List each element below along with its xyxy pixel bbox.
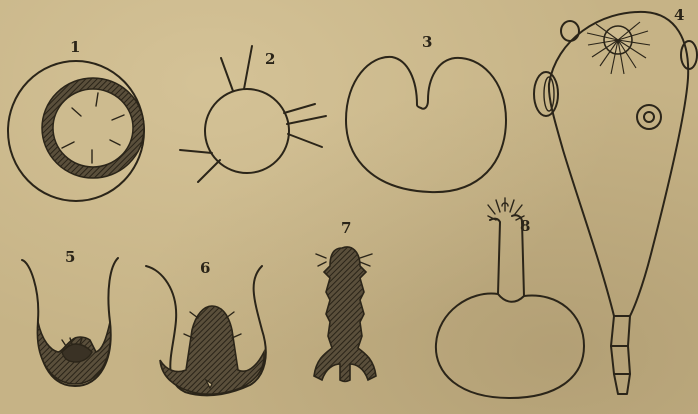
figure-6-label: 6	[200, 261, 210, 276]
figure-8-label: 8	[520, 219, 530, 234]
figure-6-larva	[146, 266, 266, 395]
figure-7-segmented-larva	[314, 247, 376, 382]
figure-2-label: 2	[265, 52, 275, 67]
figure-3-invaginating-egg	[346, 57, 506, 192]
figure-7-label: 7	[341, 221, 351, 236]
figure-5-larva	[22, 258, 118, 386]
figure-4-cone-larva	[534, 12, 697, 394]
figure-1-egg	[8, 61, 144, 201]
figure-1-label: 1	[70, 40, 80, 55]
figure-5-label: 5	[65, 250, 75, 265]
figure-2-cell-with-bristles	[180, 46, 326, 182]
figure-3-label: 3	[422, 35, 432, 50]
figure-4-label: 4	[674, 8, 684, 23]
figure-8-larva	[436, 198, 584, 398]
